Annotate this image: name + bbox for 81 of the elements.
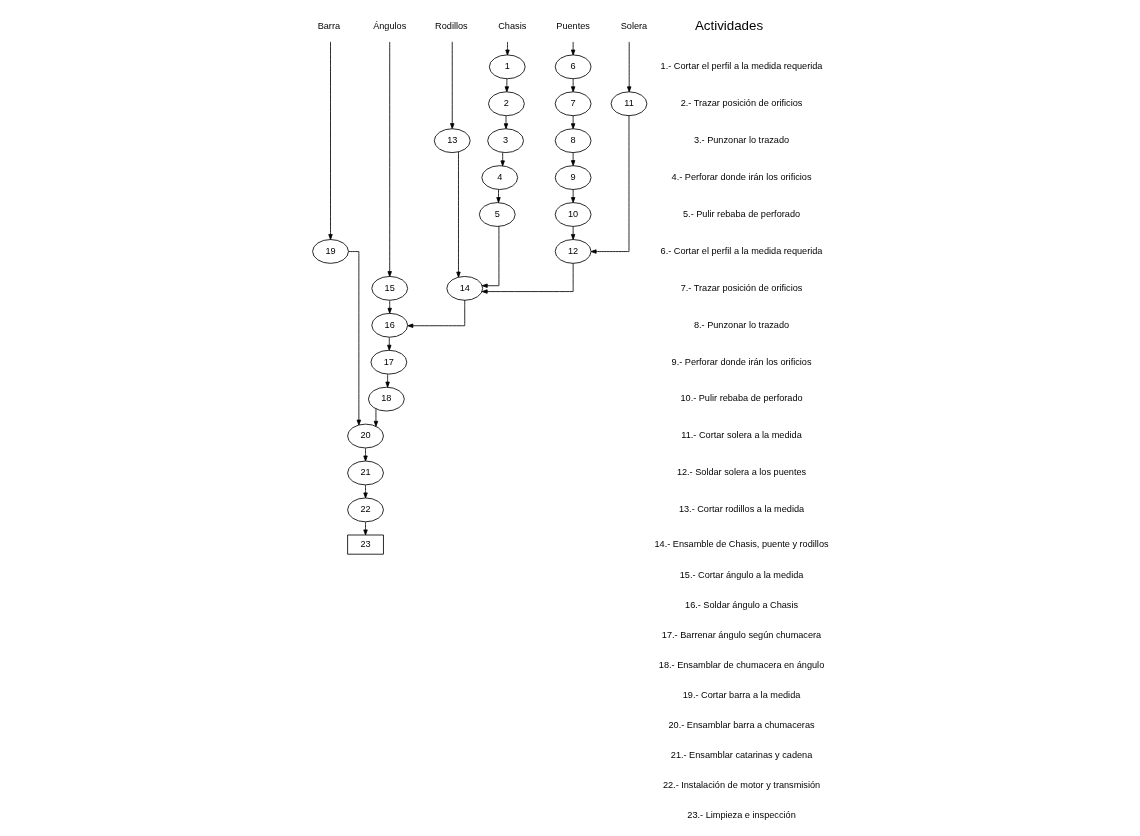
node-ellipse: 21 bbox=[347, 460, 384, 486]
arrow bbox=[363, 447, 368, 462]
label: 23.- Limpieza e inspección bbox=[687, 810, 796, 821]
node-text: Puentes bbox=[556, 21, 590, 32]
node-ellipse: 13 bbox=[433, 128, 471, 153]
node-text: Barra bbox=[317, 21, 341, 32]
arrow bbox=[500, 151, 505, 167]
label: 16.- Soldar ángulo a Chasis bbox=[685, 600, 799, 611]
label: 12.- Soldar solera a los puentes bbox=[676, 467, 807, 478]
arrow bbox=[363, 521, 368, 536]
node-ellipse: 16 bbox=[371, 312, 409, 338]
node-ellipse: 3 bbox=[487, 128, 524, 153]
arrow bbox=[570, 189, 576, 203]
node-box: 23 bbox=[347, 534, 384, 555]
node-ellipse: 18 bbox=[368, 386, 405, 412]
label: Actividades bbox=[694, 17, 764, 33]
arrow bbox=[481, 225, 500, 288]
label: 14.- Ensamble de Chasis, puente y rodillos bbox=[654, 538, 829, 549]
node-ellipse: 12 bbox=[554, 239, 592, 264]
node-text: Solera bbox=[620, 21, 648, 32]
arrow bbox=[505, 41, 510, 56]
label: 6.- Cortar el perfil a la medida requerida bbox=[660, 245, 823, 256]
label: 21.- Ensamblar catarinas y cadena bbox=[670, 750, 813, 761]
node-ellipse: 2 bbox=[488, 91, 525, 117]
node-ellipse: 8 bbox=[554, 128, 592, 153]
node-ellipse: 15 bbox=[371, 276, 409, 301]
label: 5.- Pulir rebaba de perforado bbox=[683, 208, 801, 219]
arrow bbox=[348, 251, 362, 426]
node-ellipse: 10 bbox=[554, 202, 592, 227]
arrow bbox=[363, 484, 368, 499]
node-ellipse: 4 bbox=[481, 165, 519, 190]
node-text: Rodillos bbox=[435, 21, 468, 32]
node-ellipse: 14 bbox=[446, 276, 484, 301]
arrow bbox=[387, 300, 392, 314]
node-ellipse: 6 bbox=[554, 54, 592, 80]
label: 20.- Ensamblar barra a chumaceras bbox=[668, 720, 815, 731]
label: 8.- Punzonar lo trazado bbox=[693, 319, 790, 330]
arrow bbox=[373, 408, 379, 427]
arrow bbox=[570, 226, 576, 240]
arrow bbox=[590, 115, 630, 254]
node-text: Chasis bbox=[498, 21, 527, 32]
arrow bbox=[481, 262, 574, 294]
label: 22.- Instalación de motor y transmisión bbox=[662, 780, 821, 791]
node-ellipse: 22 bbox=[347, 497, 384, 523]
arrow bbox=[570, 78, 576, 93]
label: 18.- Ensamblar de chumacera en ángulo bbox=[658, 660, 825, 671]
arrow bbox=[627, 41, 632, 93]
label: 10.- Pulir rebaba de perforado bbox=[680, 393, 803, 404]
node-ellipse: 5 bbox=[478, 202, 516, 227]
node-ellipse: 20 bbox=[347, 423, 384, 449]
label: 7.- Trazar posición de orificios bbox=[680, 282, 803, 293]
arrow bbox=[503, 115, 509, 130]
node-text: Ángulos bbox=[373, 21, 407, 32]
arrow bbox=[407, 299, 466, 328]
arrow bbox=[450, 41, 455, 130]
arrow bbox=[328, 41, 333, 240]
label: 9.- Perforar donde irán los orificios bbox=[671, 356, 812, 367]
label: 2.- Trazar posición de orificios bbox=[680, 98, 803, 109]
node-ellipse: 1 bbox=[488, 54, 526, 80]
arrow bbox=[570, 41, 576, 56]
label: 4.- Perforar donde irán los orificios bbox=[671, 171, 812, 182]
node-ellipse: 9 bbox=[554, 165, 592, 190]
label: 13.- Cortar rodillos a la medida bbox=[678, 504, 805, 515]
label: 17.- Barrenar ángulo según chumacera bbox=[661, 630, 822, 641]
arrow bbox=[387, 41, 392, 277]
node-ellipse: 7 bbox=[554, 91, 592, 117]
label: 3.- Punzonar lo trazado bbox=[693, 135, 790, 146]
arrow bbox=[385, 373, 390, 388]
node-ellipse: 17 bbox=[370, 349, 408, 375]
label: 11.- Cortar solera a la medida bbox=[681, 430, 802, 441]
label: 1.- Cortar el perfil a la medida requerida bbox=[660, 61, 823, 72]
arrow bbox=[570, 115, 576, 130]
node-ellipse: 11 bbox=[610, 91, 648, 117]
arrow bbox=[496, 189, 501, 203]
label: 19.- Cortar barra a la medida bbox=[682, 690, 801, 701]
node-ellipse: 19 bbox=[312, 239, 349, 264]
arrow bbox=[387, 336, 392, 351]
arrow bbox=[504, 78, 509, 93]
arrow bbox=[456, 151, 461, 278]
label: 15.- Cortar ángulo a la medida bbox=[679, 570, 804, 581]
arrow bbox=[570, 152, 576, 167]
